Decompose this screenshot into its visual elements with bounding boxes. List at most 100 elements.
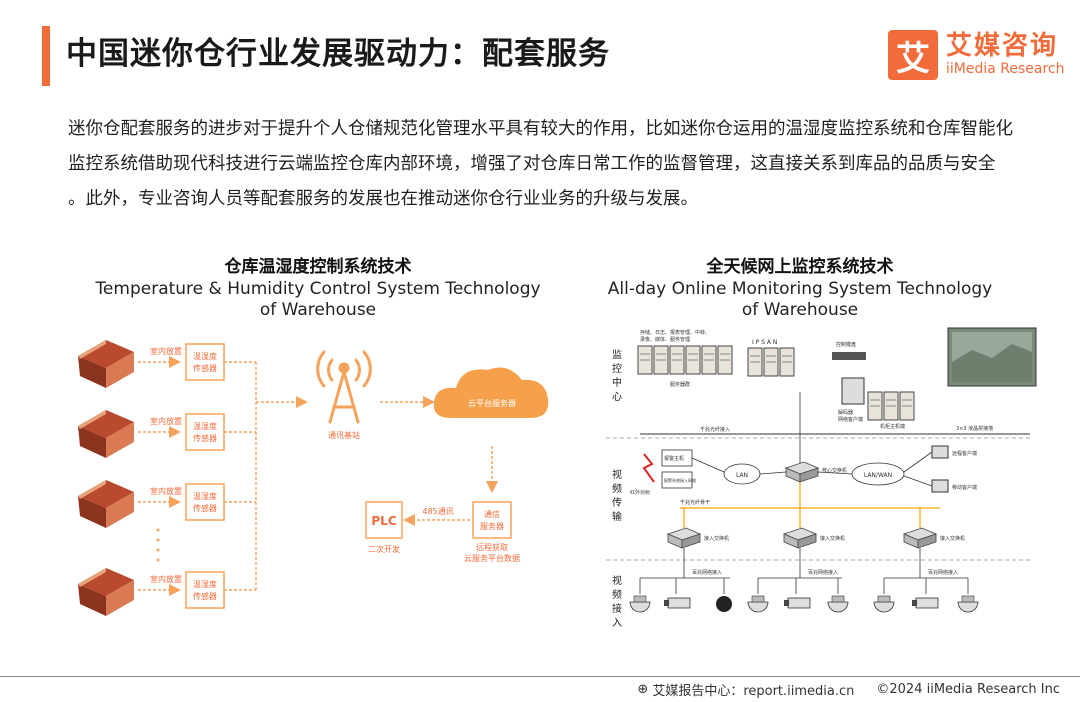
plc-sub-label: 二次开发 — [368, 544, 400, 554]
online-monitoring-diagram: 监 控 中 心 视 频 传 输 视 频 接 入 存储、日志、报表管理、中转、 录… — [606, 327, 1037, 629]
placement-label: 室内放置 — [150, 416, 182, 426]
lan-label: LAN — [736, 472, 748, 479]
iimedia-logo[interactable]: 艾 艾媒咨询 iiMedia Research — [888, 30, 1065, 80]
alarm-lightning-icon — [642, 453, 655, 483]
hd-in-label: 百兆网络接入 — [808, 569, 838, 576]
svg-text:视: 视 — [612, 468, 622, 481]
placement-label: 室内放置 — [150, 346, 182, 356]
fiber-drops — [683, 508, 921, 528]
ir-label: 红外对射 — [630, 489, 650, 496]
comm-server-box — [472, 501, 512, 539]
lanwan-label: LAN/WAN — [864, 472, 892, 479]
svg-text:传: 传 — [612, 497, 622, 509]
section-label-video-in: 视 频 接 入 — [612, 574, 622, 629]
footer-divider — [0, 676, 1080, 677]
sensor-label: 温湿度 — [193, 421, 217, 431]
access-switch-icon — [667, 527, 701, 549]
dome-camera-icon — [629, 595, 651, 613]
collector-lines — [224, 361, 308, 591]
plc-label: PLC — [371, 514, 396, 528]
ipsan-storage-icon — [747, 347, 795, 377]
server-group-text-2: 录像、媒体、服务管理 — [640, 336, 690, 343]
camera-links — [639, 548, 969, 594]
svg-text:视: 视 — [612, 574, 622, 587]
right-panel-title: 全天候网上监控系统技术 All-day Online Monitoring Sy… — [580, 255, 1020, 321]
svg-text:心: 心 — [612, 391, 622, 403]
dome-camera-icon — [957, 595, 979, 613]
right-title-en: All-day Online Monitoring System Technol… — [607, 279, 993, 299]
dome-camera-icon — [827, 595, 849, 613]
cloud-label: 云平台服务器 — [468, 398, 516, 408]
sensor-row-1: 室内放置 温湿度 传感器 — [78, 340, 225, 388]
sensor-label-2: 传感器 — [193, 433, 217, 443]
logo-name-en: iiMedia Research — [946, 61, 1065, 77]
svg-text:监: 监 — [612, 348, 622, 361]
remote-label-2: 云服务平台数据 — [464, 553, 520, 563]
sensor-label: 温湿度 — [193, 491, 217, 501]
svg-text:频: 频 — [612, 588, 622, 601]
decoder-label: 解码器 — [838, 409, 853, 416]
pc-label: 机柜主机端 — [880, 423, 905, 430]
decoder-icon — [841, 377, 865, 405]
placement-label: 室内放置 — [150, 486, 182, 496]
alarm-host-label: 报警主机 — [664, 455, 684, 462]
logo-name-cn: 艾媒咨询 — [946, 31, 1059, 61]
right-title-cn: 全天候网上监控系统技术 — [706, 257, 894, 277]
svg-text:中: 中 — [612, 376, 622, 389]
temperature-humidity-diagram: 室内放置 温湿度 传感器 室内放置 温湿度 传感器 室内放置 温湿度 传感器 室… — [78, 340, 549, 616]
sensor-label: 温湿度 — [193, 579, 217, 589]
access-switch-label: 接入交换机 — [940, 535, 965, 542]
footer-copyright: ©2024 iiMedia Research Inc — [876, 682, 1060, 697]
ellipsis-dots — [156, 528, 160, 562]
station-label: 通讯基站 — [328, 430, 360, 440]
hd-in-label: 百兆网络接入 — [928, 569, 958, 576]
comm-label: 通信 — [484, 509, 500, 519]
alarm-in-box — [661, 471, 693, 489]
title-accent-bar — [42, 26, 50, 86]
alarm-in-label: 报警系统接入网络 — [664, 477, 696, 483]
svg-text:入: 入 — [612, 618, 622, 629]
fiber-label: 千兆光纤骨干 — [680, 499, 710, 506]
link-485-label: 485通讯 — [422, 506, 453, 516]
mobile-client-label: 移动客户端 — [952, 484, 977, 491]
core-switch-icon — [785, 461, 819, 483]
left-title-cn: 仓库温湿度控制系统技术 — [224, 257, 412, 277]
section-label-monitor: 监 控 中 心 — [612, 348, 622, 403]
left-title-en: Temperature & Humidity Control System Te… — [95, 279, 541, 299]
access-switch-icon — [903, 527, 937, 549]
comm-label-2: 服务器 — [480, 521, 504, 531]
dome-camera-icon — [873, 595, 895, 613]
server-group-text: 存储、日志、报表管理、中转、 — [640, 329, 710, 336]
svg-text:控: 控 — [612, 362, 622, 375]
footer: ⊕ 艾媒报告中心：report.iimedia.cn ©2024 iiMedia… — [637, 680, 1060, 699]
keyboard-label: 控制键盘 — [836, 341, 856, 348]
sensor-row-2: 室内放置 温湿度 传感器 — [78, 410, 225, 458]
sensor-label: 温湿度 — [193, 351, 217, 361]
logo-mark: 艾 — [888, 30, 938, 80]
remote-client-label: 远程客户端 — [952, 450, 977, 457]
remote-client-icon — [931, 445, 949, 459]
bullet-camera-icon — [783, 597, 811, 609]
bullet-camera-icon — [663, 597, 691, 609]
left-title-en-2: of Warehouse — [259, 300, 377, 320]
sensor-row-3: 室内放置 温湿度 传感器 — [78, 480, 225, 528]
keyboard-icon — [832, 352, 866, 360]
sensor-label-2: 传感器 — [193, 503, 217, 513]
remote-label: 远程获取 — [476, 542, 508, 552]
video-wall-label: 3×3 液晶拼接墙 — [956, 425, 993, 432]
plc-box — [365, 501, 403, 539]
left-panel-title: 仓库温湿度控制系统技术 Temperature & Humidity Contr… — [88, 255, 548, 321]
client-label: 网络客户端 — [838, 416, 863, 423]
bullet-camera-icon — [911, 597, 939, 609]
footer-source[interactable]: 艾媒报告中心：report.iimedia.cn — [652, 684, 855, 699]
transmission-links — [691, 451, 933, 487]
svg-text:输: 输 — [612, 510, 622, 523]
server-group-caption: 服务器群 — [670, 381, 690, 388]
rack-pc-icon — [867, 391, 915, 421]
page-title: 中国迷你仓行业发展驱动力：配套服务 — [66, 36, 610, 72]
sensor-label-2: 传感器 — [193, 591, 217, 601]
antenna-tower-icon — [316, 350, 372, 424]
mobile-client-icon — [931, 479, 949, 493]
gig-link-label: 千兆光纤接入 — [700, 426, 730, 433]
globe-icon: ⊕ — [637, 682, 649, 697]
